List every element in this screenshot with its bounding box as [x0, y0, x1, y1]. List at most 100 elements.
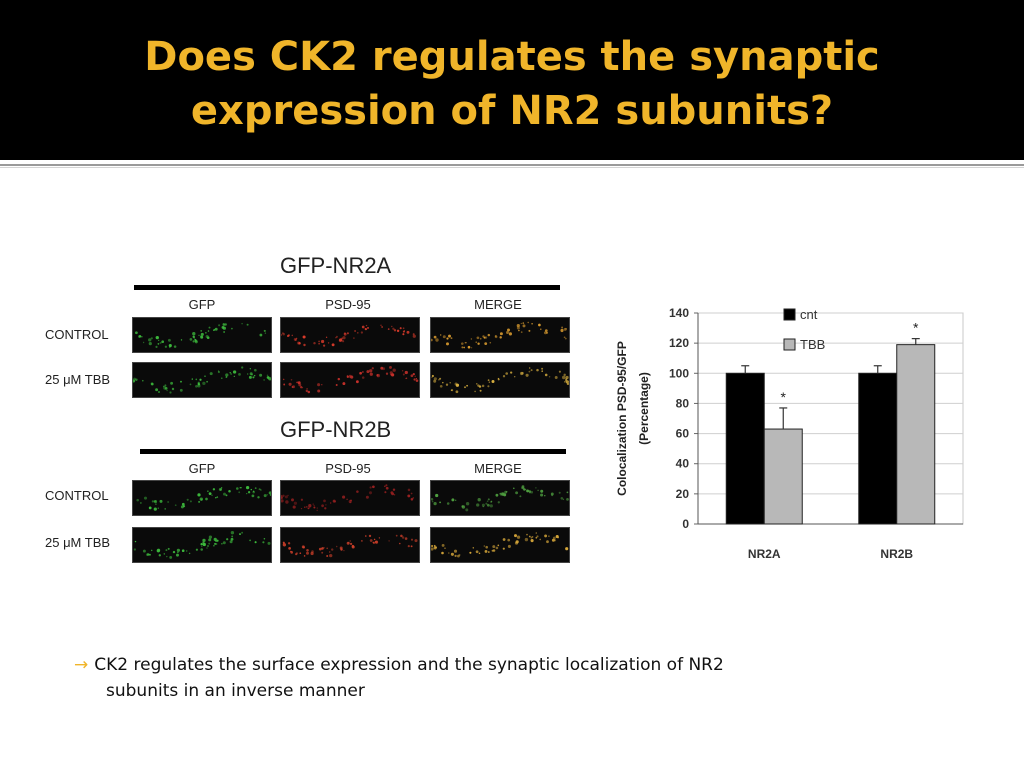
fluorescence-speckle	[438, 379, 440, 381]
fluorescence-speckle	[407, 545, 410, 548]
fluorescence-speckle	[481, 384, 485, 388]
fluorescence-speckle	[546, 540, 549, 544]
fluorescence-speckle	[208, 326, 211, 329]
fluorescence-speckle	[382, 367, 386, 371]
fluorescence-speckle	[148, 342, 152, 346]
fluorescence-speckle	[516, 324, 520, 328]
fluorescence-speckle	[241, 531, 244, 534]
fluorescence-speckle	[565, 375, 569, 380]
fluorescence-speckle	[305, 506, 308, 508]
fluorescence-speckle	[324, 507, 327, 510]
y-axis-label: Colocalization PSD-95/GFP	[615, 341, 629, 496]
fluorescence-speckle	[442, 381, 444, 384]
fluorescence-speckle	[481, 503, 485, 507]
fluorescence-speckle	[342, 336, 346, 340]
fluorescence-speckle	[442, 335, 446, 339]
fluorescence-speckle	[174, 504, 177, 507]
fluorescence-speckle	[341, 337, 343, 339]
fluorescence-speckle	[331, 343, 335, 347]
fluorescence-speckle	[230, 531, 235, 535]
fluorescence-speckle	[508, 332, 512, 336]
fluorescence-speckle	[477, 498, 481, 502]
fluorescence-speckle	[359, 371, 362, 375]
fluorescence-speckle	[391, 325, 393, 328]
fluorescence-speckle	[151, 500, 155, 503]
fluorescence-speckle	[313, 506, 316, 509]
fluorescence-speckle	[287, 542, 291, 545]
fluorescence-speckle	[298, 341, 301, 345]
fluorescence-speckle	[202, 542, 206, 547]
fluorescence-speckle	[372, 541, 376, 544]
fluorescence-speckle	[135, 378, 138, 381]
fluorescence-speckle	[260, 489, 262, 491]
fluorescence-speckle	[208, 535, 213, 539]
fluorescence-speckle	[487, 333, 491, 337]
fluorescence-speckle	[440, 334, 442, 336]
fluorescence-speckle	[266, 374, 269, 377]
fluorescence-speckle	[206, 380, 208, 383]
fluorescence-speckle	[410, 545, 413, 548]
fluorescence-speckle	[507, 538, 511, 542]
fluorescence-speckle	[564, 379, 568, 382]
fluorescence-speckle	[340, 548, 343, 551]
fluorescence-speckle	[470, 347, 473, 349]
fluorescence-speckle	[263, 329, 266, 332]
fluorescence-speckle	[284, 495, 288, 499]
slide-title-line-1: Does CK2 regulates the synaptic	[144, 34, 880, 80]
fluorescence-speckle	[142, 549, 146, 553]
fluorescence-speckle	[367, 326, 369, 329]
fluorescence-speckle	[216, 496, 219, 498]
fluorescence-speckle	[439, 384, 443, 388]
fluorescence-speckle	[169, 391, 172, 394]
fluorescence-speckle	[287, 494, 289, 497]
fluorescence-speckle	[249, 539, 251, 542]
fluorescence-speckle	[316, 509, 318, 512]
fluorescence-speckle	[519, 495, 522, 498]
y-axis-label-unit: (Percentage)	[637, 372, 651, 445]
fluorescence-speckle	[492, 545, 496, 549]
fluorescence-speckle	[268, 377, 271, 381]
fluorescence-speckle	[558, 491, 561, 494]
fluorescence-speckle	[223, 331, 225, 333]
fluorescence-speckle	[346, 498, 348, 501]
fluorescence-speckle	[307, 507, 310, 510]
fluorescence-speckle	[164, 508, 166, 510]
fluorescence-speckle	[297, 381, 301, 385]
fluorescence-speckle	[431, 374, 434, 378]
fluorescence-speckle	[253, 374, 256, 377]
fluorescence-speckle	[489, 504, 493, 508]
fluorescence-speckle	[392, 368, 396, 372]
fluorescence-speckle	[354, 330, 357, 332]
fluorescence-speckle	[295, 337, 298, 340]
fluorescence-speckle	[229, 371, 231, 374]
fluorescence-speckle	[545, 331, 549, 334]
fluorescence-speckle	[564, 381, 566, 383]
fluorescence-speckle	[342, 340, 345, 343]
fluorescence-speckle	[263, 494, 267, 498]
fluorescence-speckle	[214, 539, 218, 543]
fluorescence-speckle	[516, 535, 521, 539]
fluorescence-speckle	[195, 384, 198, 388]
fluorescence-speckle	[410, 538, 414, 541]
fluorescence-speckle	[548, 535, 550, 537]
bar-nr2a-cnt	[725, 372, 765, 525]
fluorescence-speckle	[448, 552, 450, 554]
fluorescence-speckle	[537, 489, 539, 492]
fluorescence-speckle	[497, 544, 500, 547]
fluorescence-speckle	[538, 323, 541, 327]
fluorescence-speckle	[553, 539, 557, 542]
fluorescence-speckle	[200, 335, 204, 339]
fluorescence-speckle	[143, 496, 148, 500]
fluorescence-speckle	[335, 384, 338, 386]
fluorescence-speckle	[507, 328, 510, 332]
fluorescence-speckle	[176, 548, 181, 552]
fluorescence-speckle	[170, 381, 174, 385]
fluorescence-speckle	[433, 546, 437, 550]
fluorescence-speckle	[560, 497, 564, 500]
fluorescence-speckle	[399, 327, 402, 330]
fluorescence-speckle	[455, 499, 457, 501]
fluorescence-speckle	[239, 486, 241, 489]
fluorescence-speckle	[163, 553, 166, 555]
fluorescence-speckle	[431, 338, 433, 342]
fluorescence-speckle	[407, 488, 411, 492]
